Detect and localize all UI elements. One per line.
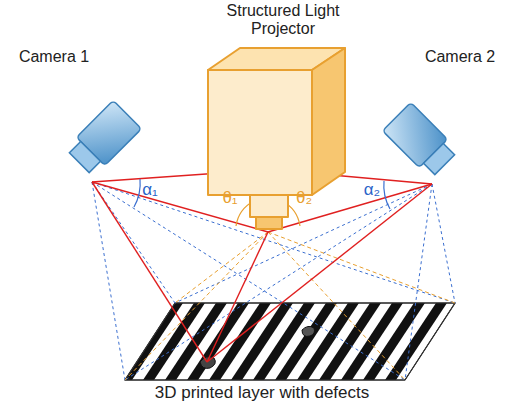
layer-caption: 3D printed layer with defects [155,383,370,403]
projector-body [208,48,345,229]
fringe-stripe [55,303,117,380]
fringe-stripe [451,303,512,380]
angle-label: α₁ [142,180,158,200]
angle-label: α₂ [364,180,380,200]
projection-field [125,232,455,380]
fringe-stripe [77,303,139,380]
fringe-stripe [429,303,491,380]
angle-label: θ₂ [296,188,312,208]
fringe-stripe [33,303,95,380]
angle-arc [134,179,140,207]
defect [200,357,215,369]
triangulation-rays [92,170,432,362]
fringe-stripes [0,303,512,380]
projector-label: Structured Light Projector [203,2,363,39]
defect [302,326,315,336]
fringe-stripe [11,303,73,380]
camera-2-body [383,103,459,179]
camera-1-body [65,101,141,177]
camera-label: Camera 2 [425,48,495,66]
camera-label: Camera 1 [19,48,89,66]
angle-arc [384,181,390,209]
angle-label: θ₁ [222,188,237,208]
fringe-stripe [407,303,469,380]
fringe-stripe [0,303,51,380]
camera-field-of-view [92,182,455,380]
